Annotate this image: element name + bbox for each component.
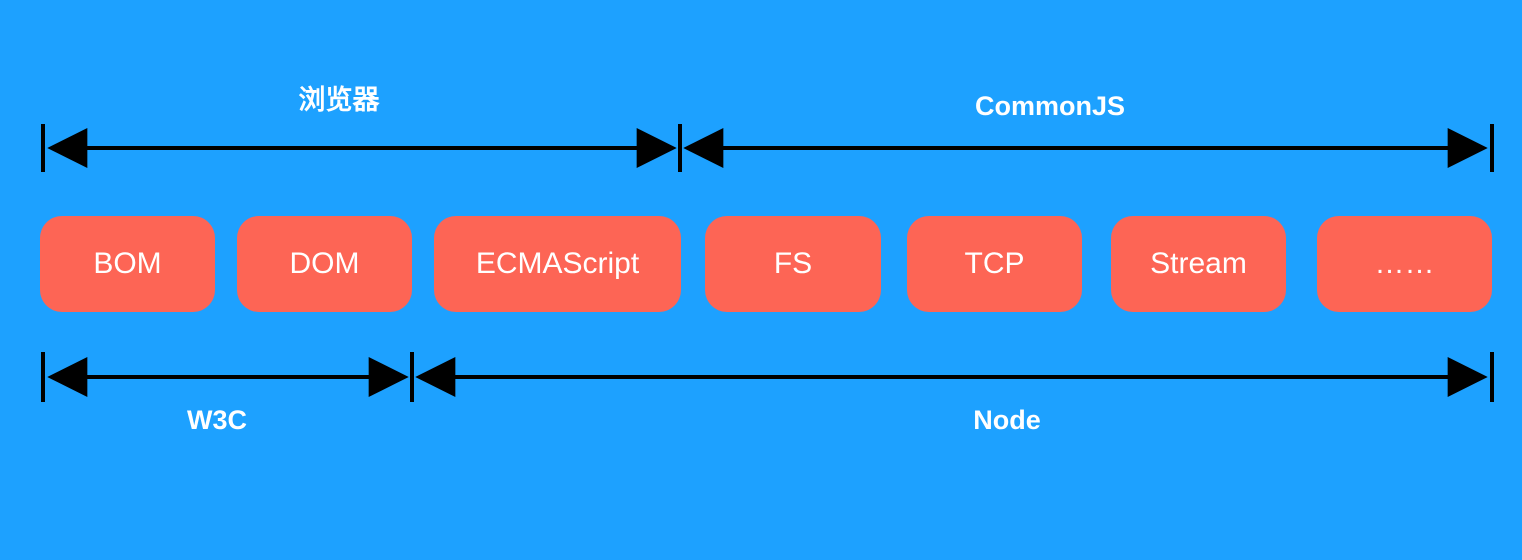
module-ellipsis-label: …… [1374,247,1435,280]
module-fs-label: FS [773,247,813,280]
module-stream: Stream [1111,216,1286,312]
module-ecmascript: ECMAScript [434,216,681,312]
module-tcp-label: TCP [964,247,1025,280]
module-bom: BOM [40,216,215,312]
module-bom-label: BOM [93,247,162,280]
node-span-label: Node [973,405,1041,435]
module-stream-label: Stream [1150,247,1247,280]
module-ecmascript-label: ECMAScript [475,247,640,280]
module-tcp: TCP [907,216,1082,312]
browser-span-label: 浏览器 [298,85,380,115]
module-dom: DOM [237,216,412,312]
w3c-span-label: W3C [187,405,247,435]
module-dom-label: DOM [289,247,360,280]
commonjs-span-label: CommonJS [974,91,1126,121]
module-ellipsis: …… [1317,216,1492,312]
module-fs: FS [705,216,881,312]
